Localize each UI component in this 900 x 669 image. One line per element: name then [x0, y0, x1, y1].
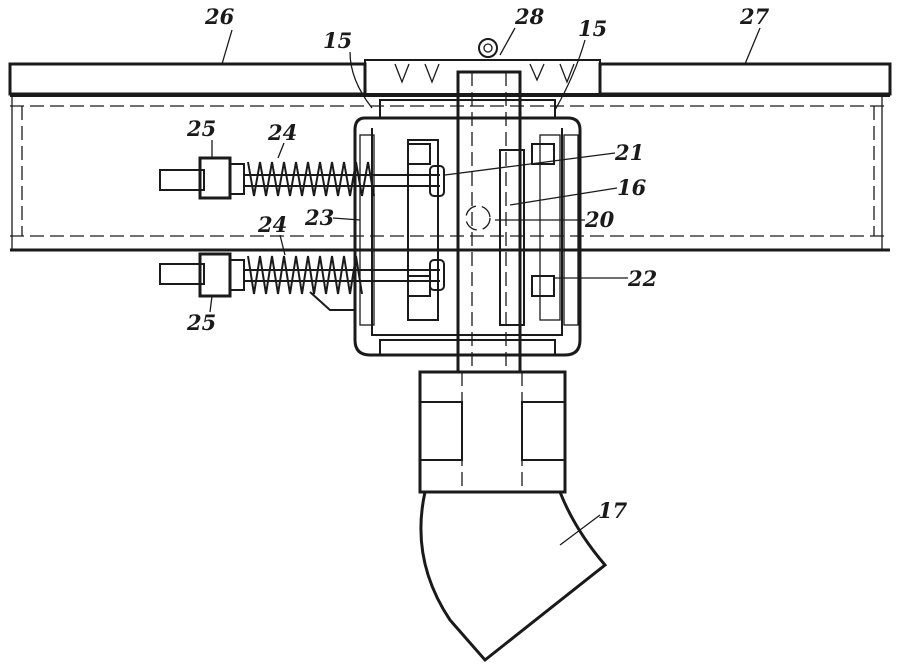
ref-24-bottom: 24 — [257, 212, 287, 237]
bracket-housing — [355, 100, 580, 355]
ref-25-top: 25 — [186, 116, 216, 141]
ref-17: 17 — [598, 498, 628, 523]
upper-bolt-assembly — [160, 158, 444, 198]
ref-21: 21 — [614, 140, 644, 165]
bearing-plate — [365, 60, 600, 94]
ref-22: 22 — [627, 266, 657, 291]
deck-plate-left — [10, 64, 365, 94]
eye-bolt — [479, 39, 497, 57]
deck-plate-right — [600, 64, 890, 94]
ref-16: 16 — [617, 175, 647, 200]
lower-bolt-assembly — [160, 254, 444, 310]
ref-24-top: 24 — [267, 120, 297, 145]
ref-28: 28 — [514, 4, 545, 29]
wheel-hub — [420, 372, 565, 492]
ref-23: 23 — [304, 205, 334, 230]
caster-wheel — [421, 492, 605, 660]
ref-15-left: 15 — [323, 28, 352, 53]
ref-15-right: 15 — [578, 16, 607, 41]
ref-26: 26 — [204, 4, 235, 29]
ref-25-bottom: 25 — [186, 310, 216, 335]
ref-20: 20 — [584, 207, 615, 232]
ref-27: 27 — [739, 4, 770, 29]
